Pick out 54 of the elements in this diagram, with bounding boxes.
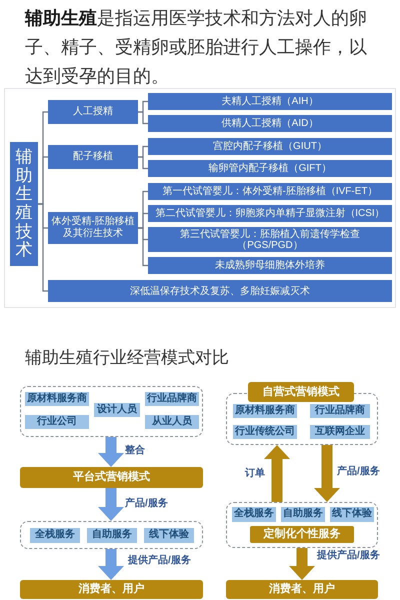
- technique-box: 第二代试管婴儿：卵胞浆内单精子显微注射（ICSI）: [148, 205, 392, 222]
- category-box: 体外受精-胚胎移植及其衍生技术: [48, 212, 138, 244]
- edge-label: 产品/服务: [336, 466, 381, 478]
- root-box: 辅助生殖技术: [10, 142, 38, 266]
- technique-box: 第一代试管婴儿：体外受精-胚胎移植（IVF-ET）: [148, 183, 392, 200]
- block-arrow: [98, 437, 124, 467]
- block-arrow: [264, 445, 290, 502]
- block-arrow: [289, 548, 315, 580]
- connector-line: [38, 203, 48, 292]
- mode-bar: 消费者、用户: [226, 580, 378, 599]
- participant-box: 从业人员: [144, 414, 199, 429]
- edge-label: 产品/服务: [124, 498, 169, 510]
- participant-box: 线下体验: [144, 528, 194, 543]
- technique-box: 深低温保存技术及复苏、多胎妊娠减灭术: [48, 280, 392, 302]
- dashed-group-box: [20, 386, 203, 437]
- category-box: 配子移植: [48, 145, 138, 169]
- edge-label: 提供产品/服务: [127, 555, 192, 567]
- connector-line: [138, 156, 148, 170]
- technique-box: 第三代试管婴儿：胚胎植入前遗传学检查（PGS/PGD）: [148, 227, 392, 252]
- technique-box: 夫精人工授精（AIH）: [148, 93, 392, 110]
- dashed-group-box: [20, 521, 203, 549]
- participant-box: 自助服务: [86, 528, 137, 543]
- participant-box: 行业品牌商: [310, 404, 370, 418]
- participant-box: 行业公司: [24, 414, 89, 429]
- participant-box: 互联网企业: [310, 424, 370, 439]
- edge-label: 订单: [244, 468, 266, 480]
- technique-box: 宫腔内配子移植（GIUT）: [148, 138, 392, 155]
- block-arrow: [98, 488, 124, 521]
- service-bar: 定制化个性服务: [250, 526, 354, 543]
- intro-paragraph: 辅助生殖是指运用医学技术和方法对人的卵子、精子、受精卵或胚胎进行人工操作，以达到受孕的目的。: [25, 7, 368, 88]
- mode-bar: 消费者、用户: [20, 580, 203, 599]
- category-box: 人工授精: [48, 100, 138, 124]
- connector-line: [138, 111, 148, 124]
- edge-label: 整合: [124, 445, 146, 457]
- mode-bar: 自营式营销模式: [248, 382, 354, 402]
- block-arrow: [98, 549, 124, 580]
- block-arrow: [314, 445, 340, 502]
- dashed-group-box: [226, 502, 378, 548]
- section-heading: 辅助生殖行业经营模式对比: [25, 347, 230, 369]
- participant-box: 全栈服务: [232, 506, 276, 522]
- technique-box: 输卵管内配子移植（GIFT）: [148, 160, 392, 177]
- participant-box: 行业传统公司: [232, 424, 297, 439]
- participant-box: 原材料服务商: [24, 392, 89, 406]
- participant-box: 原材料服务商: [232, 404, 297, 418]
- participant-box: 设计人员: [94, 402, 140, 417]
- participant-box: 全栈服务: [30, 528, 80, 543]
- connector-line: [138, 227, 148, 266]
- mode-bar: 平台式营销模式: [20, 467, 203, 488]
- participant-box: 行业品牌商: [144, 392, 199, 406]
- participant-box: 自助服务: [280, 506, 325, 522]
- participant-box: 线下体验: [330, 506, 374, 522]
- edge-label: 提供产品/服务: [316, 550, 381, 562]
- technique-box: 供精人工授精（AID）: [148, 115, 392, 132]
- technique-box: 未成熟卵母细胞体外培养: [148, 257, 392, 274]
